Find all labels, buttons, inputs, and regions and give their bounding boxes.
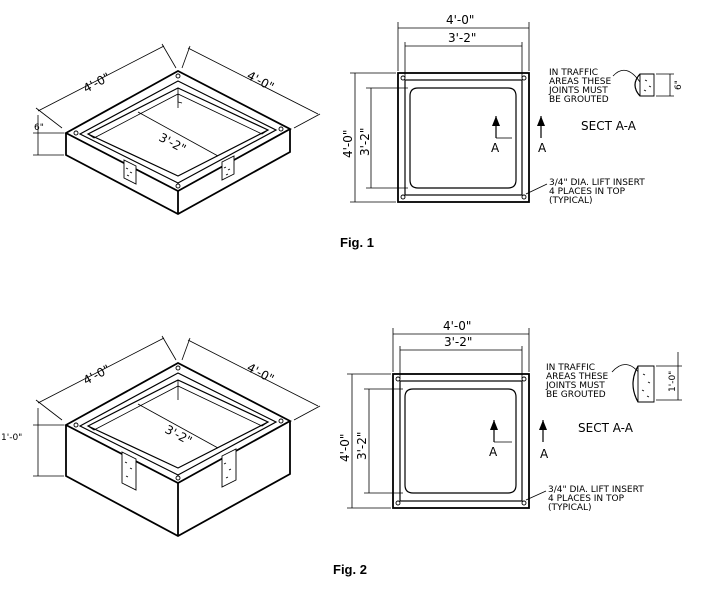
plan-2-section-mark-left: A [489,445,498,459]
iso-1-dim-height: 6" [34,123,44,133]
plan-view-1: 4'-0" 3'-2" 4'-0" 3'-2" A A [341,13,547,203]
plan-1-dim-outer-h: 4'-0" [341,130,355,158]
insert-note-2-line-2: 4 PLACES IN TOP [548,494,625,504]
insert-note-2-line-1: 3/4" DIA. LIFT INSERT [548,485,644,495]
iso-2-dim-outer-b: 4'-0" [245,360,277,386]
grout-note-1-line-4: BE GROUTED [549,95,609,105]
section-1-title: SECT A-A [581,119,637,133]
figure-2: 4'-0" 4'-0" 3'-2" 1'-0" 4'-0" [1,319,682,577]
plan-1-section-mark-left: A [491,141,500,155]
insert-note-2-line-3: (TYPICAL) [548,503,592,513]
grout-note-2-line-3: JOINTS MUST [545,381,605,391]
insert-note-1-line-3: (TYPICAL) [549,196,593,206]
iso-2-dim-inner: 3'-2" [163,422,195,448]
plan-2-section-mark-right: A [540,447,549,461]
iso-2-dim-outer-a: 4'-0" [81,362,113,388]
section-2-height: 1'-0" [668,371,678,392]
plan-view-2: 4'-0" 3'-2" 4'-0" 3'-2" A A [338,319,549,509]
iso-view-2: 4'-0" 4'-0" 3'-2" 1'-0" [1,335,321,538]
grout-note-2-line-2: AREAS THESE [546,372,608,382]
section-2-title: SECT A-A [578,421,634,435]
iso-1-dim-inner: 3'-2" [157,130,189,156]
grout-note-2-line-1: IN TRAFFIC [546,363,595,373]
section-2: IN TRAFFIC AREAS THESE JOINTS MUST BE GR… [525,352,682,513]
plan-2-dim-outer-w: 4'-0" [443,319,471,333]
section-1: IN TRAFFIC AREAS THESE JOINTS MUST BE GR… [525,68,684,206]
plan-2-dim-outer-h: 4'-0" [338,434,352,462]
figure-1-caption: Fig. 1 [340,235,374,250]
iso-1-dim-outer-b: 4'-0" [245,68,277,94]
iso-1-dim-outer-a: 4'-0" [81,70,113,96]
plan-1-section-mark-right: A [538,141,547,155]
insert-note-1-line-2: 4 PLACES IN TOP [549,187,626,197]
plan-2-dim-inner-w: 3'-2" [444,335,472,349]
figure-2-caption: Fig. 2 [333,562,367,577]
grout-note-1-line-1: IN TRAFFIC [549,68,598,78]
grout-note-1-line-3: JOINTS MUST [548,86,608,96]
section-1-height: 6" [674,80,684,90]
plan-1-dim-inner-w: 3'-2" [448,31,476,45]
grout-note-2-line-4: BE GROUTED [546,390,606,400]
plan-1-dim-outer-w: 4'-0" [446,13,474,27]
grout-note-1-line-2: AREAS THESE [549,77,611,87]
iso-2-dim-height: 1'-0" [1,433,22,443]
iso-view-1: 4'-0" 4'-0" 3'-2" 6" [33,43,321,216]
plan-1-dim-inner-h: 3'-2" [358,128,372,156]
plan-2-dim-inner-h: 3'-2" [355,432,369,460]
insert-note-1-line-1: 3/4" DIA. LIFT INSERT [549,178,645,188]
figure-1: 4'-0" 4'-0" 3'-2" 6" [33,13,684,250]
